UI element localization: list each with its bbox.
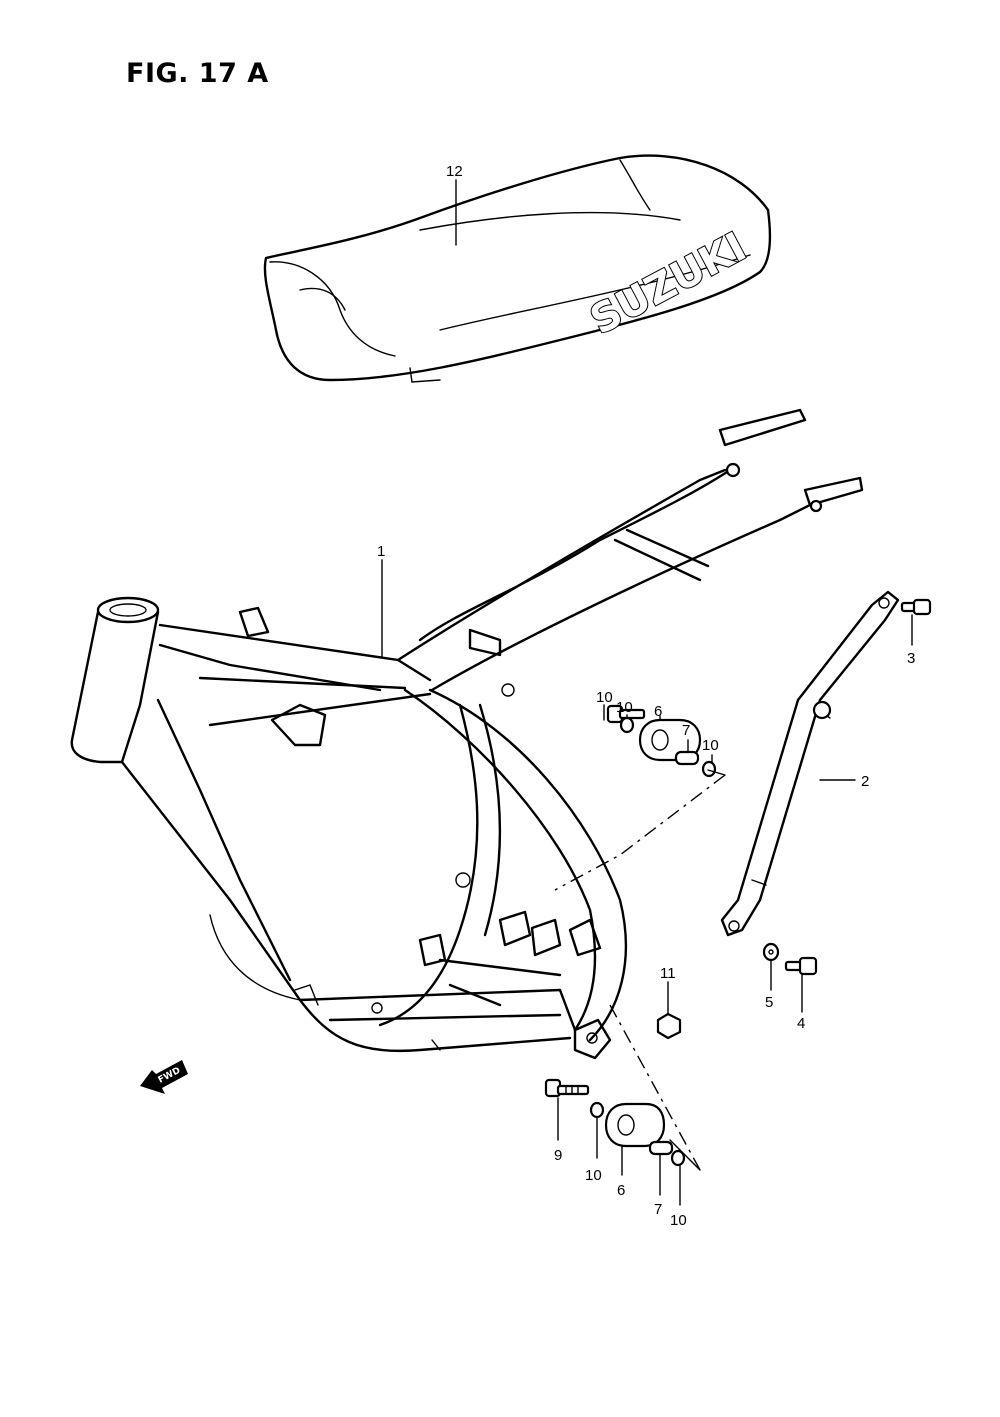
callout-3: 3 xyxy=(907,650,915,667)
callout-7b: 7 xyxy=(654,1201,662,1218)
fasteners xyxy=(544,462,932,1167)
seat-brand-text: SUZUKI xyxy=(583,224,754,344)
callout-12: 12 xyxy=(446,163,463,180)
forward-direction-arrow: FWD xyxy=(140,1060,188,1094)
callout-8: 10 xyxy=(596,689,613,706)
frame xyxy=(70,408,864,1060)
seat: SUZUKI xyxy=(263,154,772,383)
callout-11: 11 xyxy=(660,965,676,982)
callout-6a: 6 xyxy=(654,703,662,720)
assembly-lines xyxy=(554,769,726,1171)
callouts: 12 1 3 2 10 10 6 7 10 11 5 4 9 10 6 7 10 xyxy=(377,163,915,1229)
callout-1: 1 xyxy=(377,543,385,560)
callout-2: 2 xyxy=(861,773,869,790)
subframe-strut xyxy=(720,590,900,937)
callout-10d: 10 xyxy=(670,1212,687,1229)
callout-10b: 10 xyxy=(702,737,719,754)
callout-5: 5 xyxy=(765,994,773,1011)
leader-lines xyxy=(381,179,913,1206)
callout-10c: 10 xyxy=(585,1167,602,1184)
callout-4: 4 xyxy=(797,1015,805,1032)
callout-7a: 7 xyxy=(682,722,690,739)
callout-9: 9 xyxy=(554,1147,562,1164)
callout-10a: 10 xyxy=(616,699,633,716)
callout-6b: 6 xyxy=(617,1182,625,1199)
figure-title: FIG. 17 A xyxy=(126,58,269,89)
